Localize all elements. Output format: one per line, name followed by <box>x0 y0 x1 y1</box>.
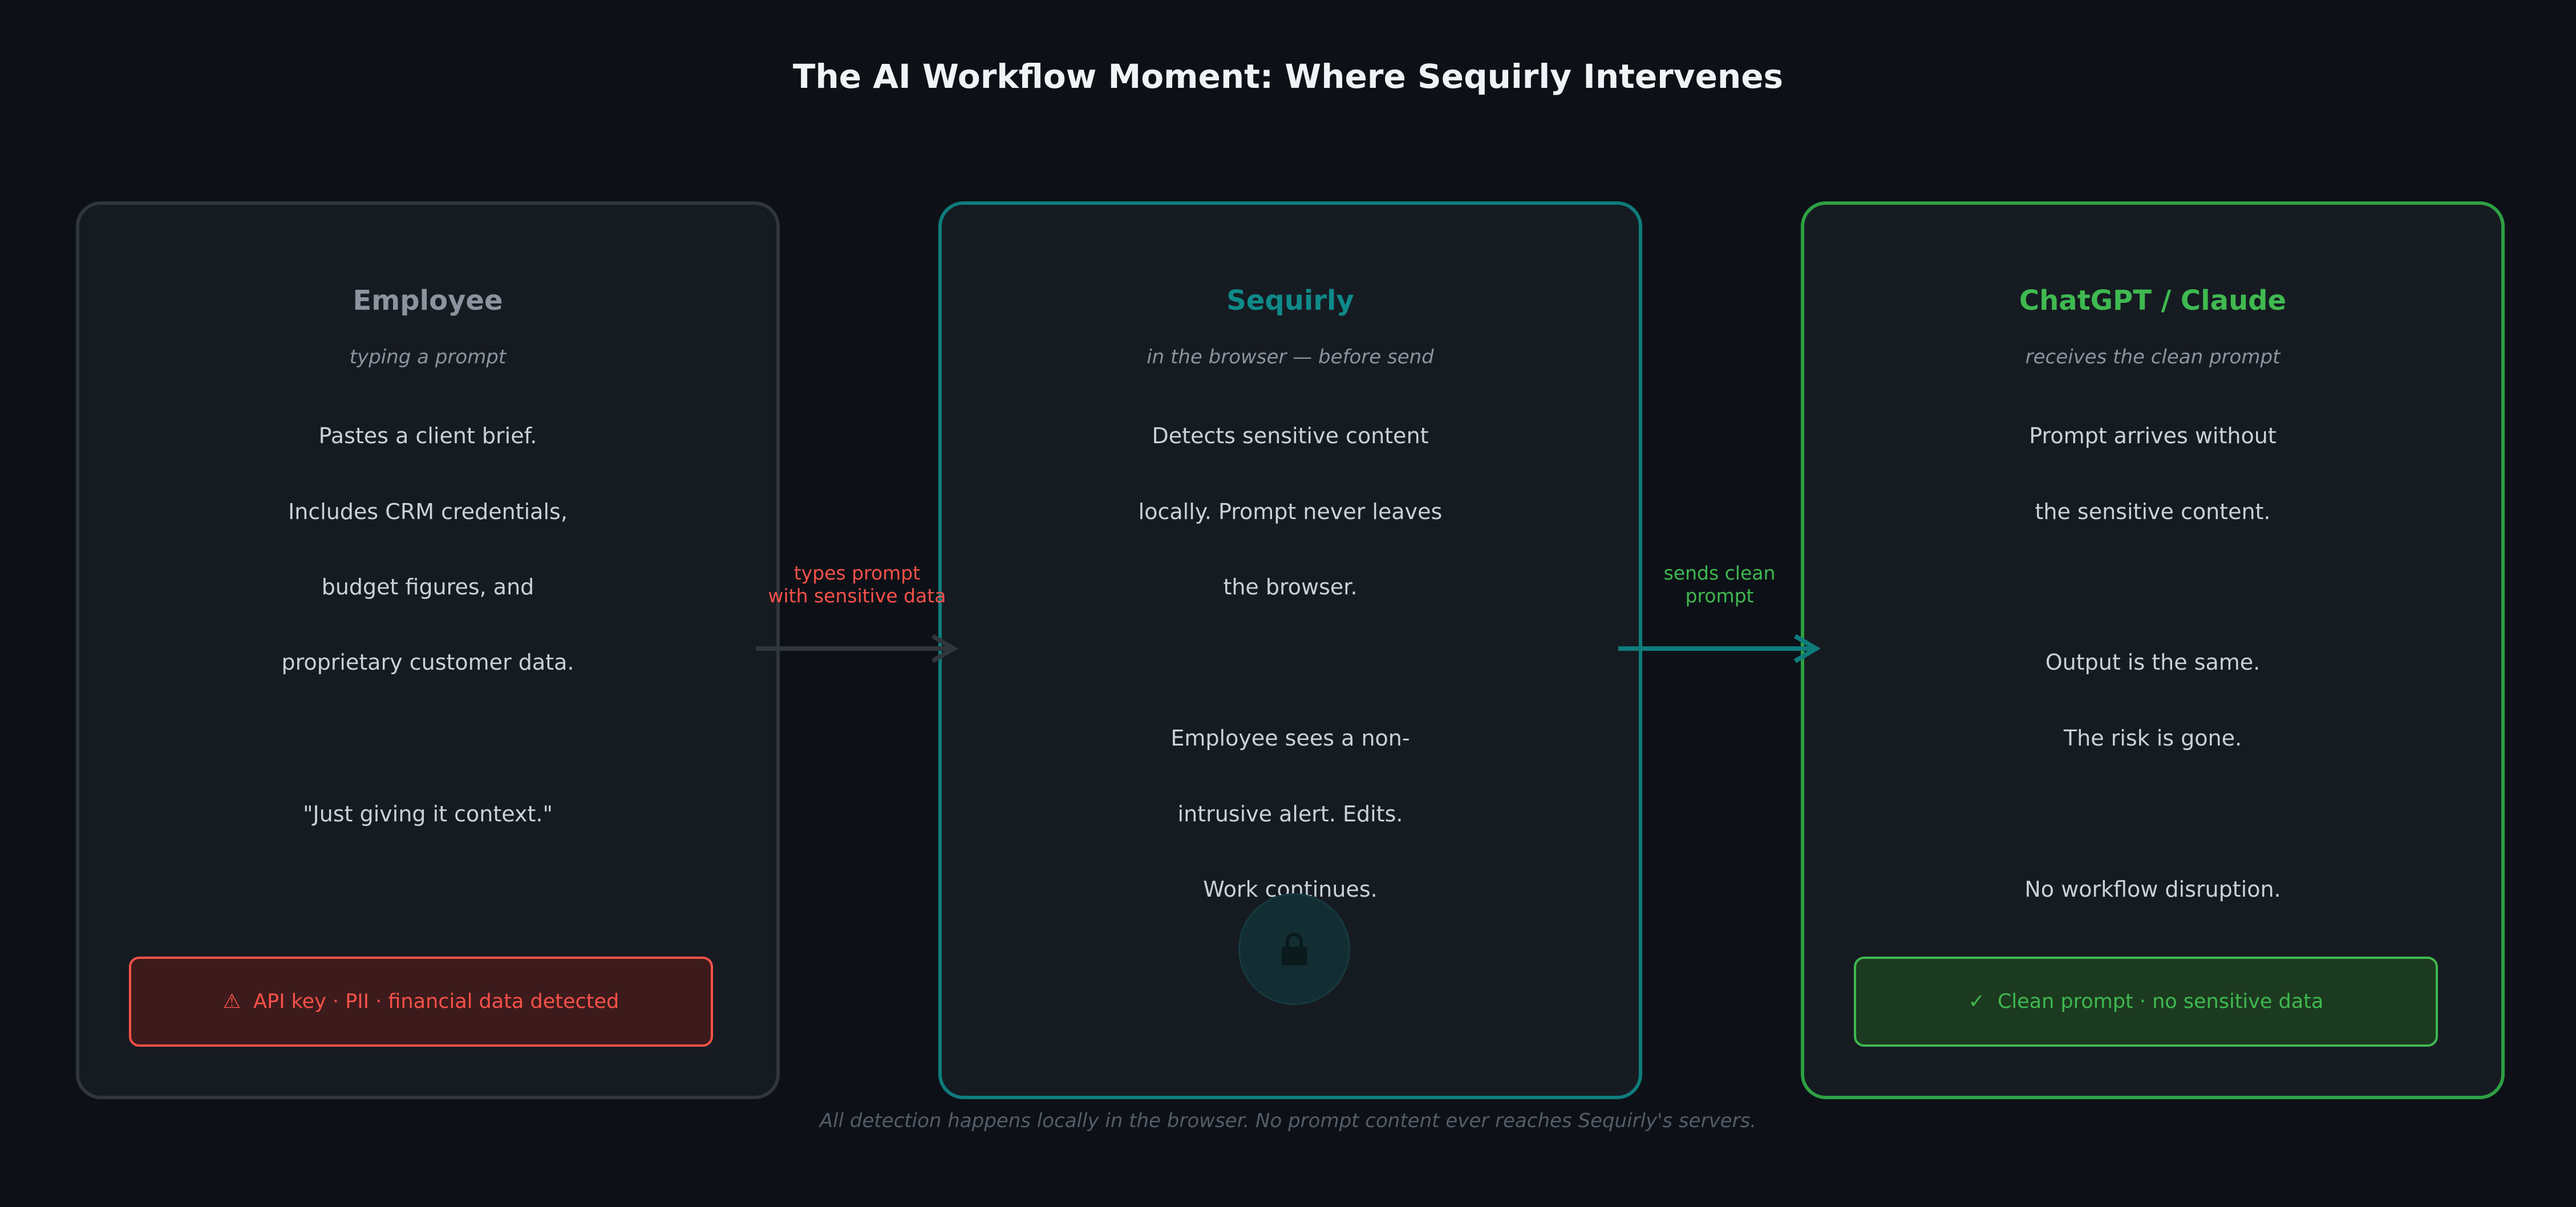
warning-icon: ⚠ <box>222 990 241 1013</box>
diagram-title: The AI Workflow Moment: Where Sequirly I… <box>792 57 1784 96</box>
arrow-label-line: sends clean <box>1663 562 1776 584</box>
arrow-label-line: with sensitive data <box>768 585 946 607</box>
badge-text: Clean prompt · no sensitive data <box>1997 990 2324 1013</box>
card-line: proprietary customer data. <box>281 650 574 675</box>
arrow-label-1: types prompt with sensitive data <box>742 562 973 607</box>
arrow-sequirly-to-ai <box>1618 634 1821 663</box>
card-line: intrusive alert. Edits. <box>1177 801 1403 827</box>
badge-text: API key · PII · financial data detected <box>253 990 619 1013</box>
card-line: Includes CRM credentials, <box>288 499 568 524</box>
arrow-employee-to-sequirly <box>756 634 958 663</box>
ai-assistant-card: ChatGPT / Claude receives the clean prom… <box>1801 201 2505 1099</box>
check-icon: ✓ <box>1968 990 1985 1013</box>
card-line: Prompt arrives without <box>2029 423 2277 448</box>
detection-badge: ⚠ API key · PII · financial data detecte… <box>129 957 713 1047</box>
clean-badge: ✓ Clean prompt · no sensitive data <box>1854 957 2438 1047</box>
footer-note: All detection happens locally in the bro… <box>819 1109 1757 1132</box>
sequirly-card: Sequirly in the browser — before send De… <box>938 201 1642 1099</box>
card-subtitle: typing a prompt <box>349 346 507 368</box>
card-subtitle: receives the clean prompt <box>2025 346 2281 368</box>
card-title: ChatGPT / Claude <box>2019 285 2287 317</box>
card-line: Output is the same. <box>2045 650 2261 675</box>
arrow-label-line: prompt <box>1685 585 1754 607</box>
sequirly-shield-badge <box>1238 893 1350 1005</box>
card-line: Detects sensitive content <box>1152 423 1429 448</box>
card-title: Sequirly <box>1226 285 1354 317</box>
card-line: the browser. <box>1223 574 1358 600</box>
card-line: Employee sees a non- <box>1170 726 1410 751</box>
card-line: The risk is gone. <box>2063 726 2242 751</box>
lock-icon <box>1281 933 1307 966</box>
card-line: Pastes a client brief. <box>318 423 537 448</box>
card-quote: "Just giving it context." <box>303 801 553 827</box>
card-subtitle: in the browser — before send <box>1147 346 1434 368</box>
employee-card: Employee typing a prompt Pastes a client… <box>76 201 780 1099</box>
card-line: budget figures, and <box>321 574 534 600</box>
card-line: No workflow disruption. <box>2024 877 2281 902</box>
arrow-label-2: sends clean prompt <box>1604 562 1835 607</box>
card-title: Employee <box>353 285 503 317</box>
arrow-label-line: types prompt <box>793 562 921 584</box>
card-line: locally. Prompt never leaves <box>1138 499 1443 524</box>
card-line: the sensitive content. <box>2035 499 2271 524</box>
